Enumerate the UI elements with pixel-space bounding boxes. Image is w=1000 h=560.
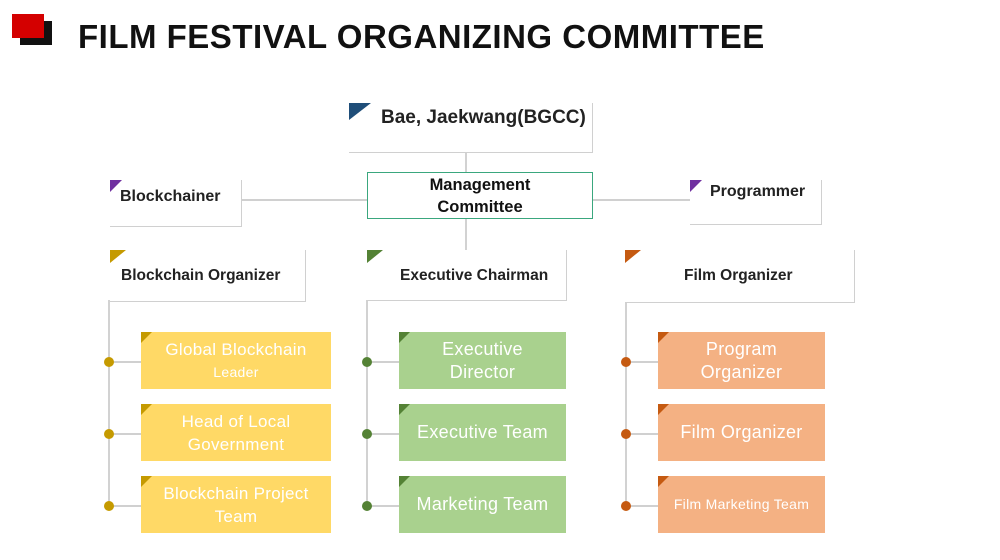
- column-head-label: Executive Chairman: [400, 267, 549, 284]
- team-label: Film Marketing Team: [673, 496, 810, 512]
- team-box: Film Marketing Team: [658, 476, 825, 533]
- corner-flag-icon: [399, 332, 410, 343]
- programmer-box: Programmer: [690, 180, 822, 225]
- management-committee-box: Management Committee: [367, 172, 593, 219]
- team-label-line-1: Executive: [442, 338, 523, 359]
- top-leader-box: Bae, Jaekwang(BGCC): [349, 103, 593, 153]
- team-box: Marketing Team: [399, 476, 566, 533]
- team-label-line-2: Organizer: [700, 361, 783, 382]
- team-label-line-1: Head of Local: [181, 411, 291, 431]
- corner-flag-icon: [658, 332, 669, 343]
- column-head-film: Film Organizer: [625, 250, 855, 303]
- column-head-label: Blockchain Organizer: [121, 267, 281, 284]
- corner-flag-icon: [349, 103, 371, 120]
- node-dot: [104, 357, 114, 367]
- corner-flag-icon: [399, 404, 410, 415]
- team-label-line-1: Blockchain Project: [163, 483, 309, 503]
- column-head-label: Film Organizer: [684, 267, 793, 284]
- node-dot: [621, 429, 631, 439]
- node-dot: [104, 501, 114, 511]
- corner-flag-icon: [658, 476, 669, 487]
- blockchainer-label: Blockchainer: [120, 188, 221, 205]
- team-box: Executive Team: [399, 404, 566, 461]
- team-label-line-1: Global Blockchain: [165, 339, 307, 359]
- corner-flag-icon: [141, 332, 152, 343]
- management-line-2: Committee: [437, 197, 523, 216]
- team-label: Marketing Team: [416, 494, 549, 514]
- team-box: Film Organizer: [658, 404, 825, 461]
- management-line-1: Management: [429, 175, 531, 194]
- page-title: FILM FESTIVAL ORGANIZING COMMITTEE: [78, 18, 765, 55]
- blockchainer-box: Blockchainer: [110, 180, 242, 227]
- corner-flag-icon: [110, 180, 122, 192]
- node-dot: [362, 357, 372, 367]
- node-dot: [104, 429, 114, 439]
- node-dot: [621, 501, 631, 511]
- node-dot: [621, 357, 631, 367]
- node-dot: [362, 501, 372, 511]
- team-label-line-2: Team: [214, 506, 258, 526]
- team-label-line-2: Leader: [213, 363, 259, 380]
- corner-flag-icon: [141, 476, 152, 487]
- team-label-line-2: Director: [449, 361, 516, 382]
- corner-flag-icon: [625, 250, 641, 263]
- corner-flag-icon: [690, 180, 702, 192]
- corner-flag-icon: [141, 404, 152, 415]
- node-dot: [362, 429, 372, 439]
- team-label-line-2: Government: [187, 434, 285, 454]
- corner-flag-icon: [367, 250, 383, 263]
- team-label: Executive Team: [417, 422, 548, 442]
- column-head-blockchain: Blockchain Organizer: [110, 250, 306, 302]
- corner-flag-icon: [399, 476, 410, 487]
- logo-red-square: [12, 14, 44, 38]
- team-label: Film Organizer: [680, 422, 803, 442]
- column-head-executive: Executive Chairman: [367, 250, 567, 301]
- team-label-line-1: Program: [705, 338, 778, 359]
- programmer-label: Programmer: [710, 183, 806, 200]
- top-leader-name: Bae, Jaekwang(BGCC): [381, 107, 586, 128]
- corner-flag-icon: [658, 404, 669, 415]
- corner-flag-icon: [110, 250, 126, 263]
